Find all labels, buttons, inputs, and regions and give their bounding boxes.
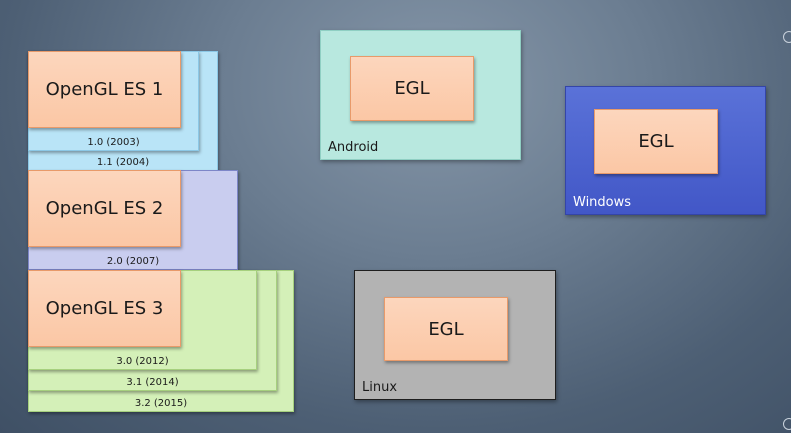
es3-version-label: 3.0 (2012) [116, 356, 169, 367]
es3-version-label: 3.2 (2015) [134, 398, 188, 409]
es3-version-label: 3.1 (2014) [126, 377, 179, 388]
opengl-es1-box: OpenGL ES 1 [28, 51, 181, 128]
opengl-es3-box: OpenGL ES 3 [28, 270, 181, 347]
linux-egl-box: EGL [384, 297, 508, 361]
es1-version-label: 1.1 (2004) [96, 157, 150, 168]
opengl-es2-title: OpenGL ES 2 [45, 198, 164, 219]
linux-platform: EGL Linux [354, 270, 556, 400]
decorative-ring-icon [783, 31, 791, 43]
windows-egl-label: EGL [638, 131, 674, 152]
opengl-es3-title: OpenGL ES 3 [45, 298, 164, 319]
windows-label: Windows [573, 195, 632, 210]
es1-version-label: 1.0 (2003) [87, 137, 140, 148]
android-label: Android [328, 140, 379, 155]
opengl-es1-title: OpenGL ES 1 [45, 79, 164, 100]
es2-version-label: 2.0 (2007) [106, 256, 160, 267]
windows-platform: EGL Windows [565, 86, 766, 215]
android-egl-box: EGL [350, 56, 474, 121]
android-platform: EGL Android [320, 30, 521, 160]
opengl-es2-box: OpenGL ES 2 [28, 170, 181, 247]
windows-egl-box: EGL [594, 109, 718, 174]
android-egl-label: EGL [394, 78, 430, 99]
decorative-ring-icon [783, 418, 791, 430]
linux-label: Linux [362, 380, 398, 395]
linux-egl-label: EGL [428, 318, 464, 340]
